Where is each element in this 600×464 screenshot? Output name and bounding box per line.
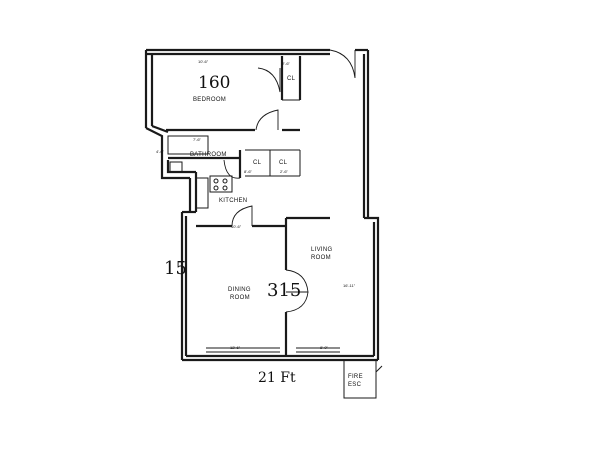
dimension-dining: 12'-6" [230,345,241,350]
dimension-closet-b: 2'-6" [280,169,289,174]
dimension-bathroom: 7'-6" [193,137,202,142]
vanity [169,161,183,173]
room-label-dining-1: DINING [228,287,251,293]
annotation-bedroom-area: 160 [198,73,230,93]
room-label-dining-2: ROOM [230,295,250,301]
dimension-bedroom: 10'-6" [198,59,209,64]
interior-walls [166,56,330,356]
room-label-bathroom: BATHROOM [190,152,227,158]
dimension-living: 16'-11" [343,283,356,288]
kitchen-counter [195,177,209,209]
closet-label: CL [253,160,262,166]
stove [209,175,233,193]
annotation-overall-depth: 15 [164,258,187,279]
exterior-walls [144,48,383,399]
closet-label: CL [279,160,288,166]
dimension-misc-c: 8'-0" [320,345,329,350]
annotation-main-area: 315 [267,280,301,301]
dimension-misc-a: 4'-6" [156,149,165,154]
closet-label: CL [287,76,296,82]
dimension-misc-b: 8'-6" [244,169,253,174]
room-label-living-2: ROOM [311,255,331,261]
room-label-fire-1: FIRE [348,374,363,380]
room-label-fire-2: ESC [348,382,362,388]
dimension-closet-a: 2'-6" [282,61,291,66]
fixtures [167,135,340,353]
dimension-kitchen: 10'-6" [231,224,242,229]
door-swings [223,49,356,313]
room-label-living-1: LIVING [311,247,333,253]
room-label-bedroom: BEDROOM [193,97,226,103]
bathtub [167,135,209,155]
annotation-overall-width: 21 Ft [258,370,296,386]
window-dining [206,347,280,353]
window-living [296,347,340,353]
room-label-kitchen: KITCHEN [219,198,247,204]
